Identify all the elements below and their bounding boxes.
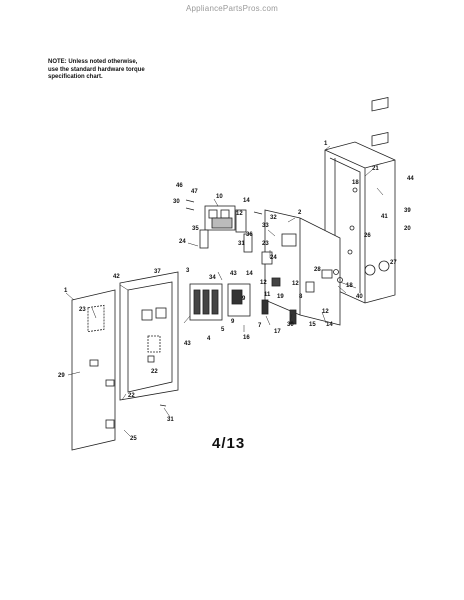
callout: 34 [209,275,216,281]
contactor-lower [189,283,223,321]
callout: 12 [292,281,299,287]
note-line: use the standard hardware torque [48,66,145,73]
callout: 22 [128,393,135,399]
callout: 3 [186,268,190,274]
note-line: specification chart. [48,74,103,80]
callout: 27 [390,260,397,266]
callout: 25 [130,436,137,442]
callout: 16 [243,335,250,341]
callout: 17 [274,329,281,335]
callout: 14 [246,271,253,277]
door-panel [71,289,116,451]
callout: 30 [287,322,294,328]
callout: 8 [299,294,303,300]
callout: 23 [262,241,269,247]
callout: 22 [151,369,158,375]
callout: 12 [260,280,267,286]
page-number: 4/13 [212,435,246,452]
callout: 24 [270,255,277,261]
callout: 1 [324,141,328,147]
bracket [199,229,297,265]
callout: 7 [258,323,262,329]
callout: 46 [176,183,183,189]
callout: 31 [238,241,245,247]
callout: 29 [58,373,65,379]
callout: 24 [179,239,186,245]
callout: 47 [191,189,198,195]
callout: 39 [404,208,411,214]
trim-panel [119,271,179,401]
callout: 1 [64,288,68,294]
callout: 15 [309,322,316,328]
callout: 28 [314,267,321,273]
callout: 9 [242,296,246,302]
callout: 12 [322,309,329,315]
note-line: NOTE: Unless noted otherwise, [48,59,138,65]
callout: 43 [230,271,237,277]
callout: 2 [298,210,302,216]
callout: 14 [326,322,333,328]
callout: 5 [221,327,225,333]
callout: 19 [277,294,284,300]
callout: 18 [352,180,359,186]
callout: 26 [364,233,371,239]
callout: 35 [192,226,199,232]
callout: 20 [404,226,411,232]
contactor-upper [204,205,247,233]
callout: 40 [356,294,363,300]
callout: 36 [246,232,253,238]
enclosure-box [324,97,396,304]
callout: 11 [264,292,271,298]
callout: 14 [243,198,250,204]
note-text: NOTE: Unless noted otherwise, use the st… [48,59,188,82]
callout: 23 [79,307,86,313]
callout: 21 [372,166,379,172]
watermark: AppliancePartsPros.com [186,4,278,13]
callout-labels: 1 21 18 44 39 41 20 26 27 46 47 10 14 12… [58,141,414,442]
breaker [227,283,251,317]
callout: 4 [207,336,211,342]
small-components [261,269,343,325]
callout: 12 [236,211,243,217]
callout: 43 [184,341,191,347]
callout: 9 [231,319,235,325]
callout: 10 [216,194,223,200]
callout: 33 [262,223,269,229]
callout: 32 [270,215,277,221]
callout: 42 [113,274,120,280]
callout: 18 [346,283,353,289]
screws [159,199,263,407]
callout: 37 [154,269,161,275]
callout: 41 [381,214,388,220]
callout: 30 [173,199,180,205]
leader-lines [65,145,384,437]
callout: 44 [407,176,414,182]
callout: 31 [167,417,174,423]
